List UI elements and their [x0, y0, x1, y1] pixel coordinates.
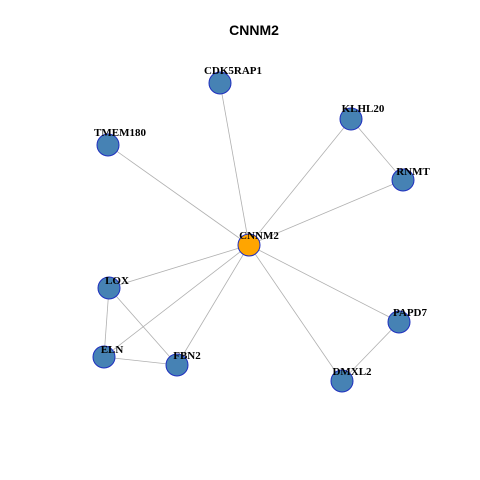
edge-eln-fbn2: [103, 356, 178, 366]
node-label-tmem180: TMEM180: [94, 127, 146, 139]
node-circle-eln: [92, 345, 116, 369]
node-circle-rnmt: [391, 168, 415, 192]
node-circle-cdk5rap1: [208, 71, 232, 95]
node-circle-dmxl2: [330, 369, 354, 393]
node-rnmt: RNMT: [391, 166, 430, 192]
node-circle-klhl20: [339, 107, 363, 131]
node-klhl20: KLHL20: [339, 103, 385, 131]
node-lox: LOX: [97, 275, 129, 300]
node-label-klhl20: KLHL20: [342, 103, 385, 115]
edge-papd7-dmxl2: [341, 321, 400, 382]
edge-cnnm2-eln: [103, 244, 250, 358]
edge-cnnm2-cdk5rap1: [219, 82, 250, 246]
node-circle-tmem180: [96, 133, 120, 157]
node-label-cdk5rap1: CDK5RAP1: [204, 65, 262, 77]
node-label-fbn2: FBN2: [173, 350, 201, 362]
edge-cnnm2-klhl20: [248, 118, 352, 246]
node-circle-fbn2: [165, 353, 189, 377]
node-fbn2: FBN2: [165, 350, 201, 377]
node-label-rnmt: RNMT: [396, 166, 430, 178]
node-eln: ELN: [92, 344, 124, 369]
node-papd7: PAPD7: [387, 307, 428, 334]
node-label-lox: LOX: [105, 275, 129, 287]
edge-cnnm2-fbn2: [176, 244, 250, 366]
edge-layer: [103, 82, 404, 382]
edge-cnnm2-papd7: [248, 244, 400, 323]
node-dmxl2: DMXL2: [330, 366, 372, 393]
node-circle-cnnm2: [237, 233, 261, 257]
graph-title: CNNM2: [229, 22, 279, 38]
node-label-papd7: PAPD7: [393, 307, 428, 319]
edge-lox-fbn2: [108, 287, 178, 366]
node-label-eln: ELN: [101, 344, 124, 356]
node-cnnm2: CNNM2: [237, 230, 279, 257]
edge-cnnm2-rnmt: [248, 179, 404, 246]
edge-klhl20-rnmt: [350, 118, 404, 181]
node-tmem180: TMEM180: [94, 127, 146, 157]
node-label-cnnm2: CNNM2: [239, 230, 279, 242]
edge-lox-eln: [103, 287, 110, 358]
node-circle-lox: [97, 276, 121, 300]
edge-cnnm2-dmxl2: [248, 244, 343, 382]
edge-cnnm2-lox: [108, 244, 250, 289]
node-cdk5rap1: CDK5RAP1: [204, 65, 262, 95]
edge-cnnm2-tmem180: [107, 144, 250, 246]
node-label-dmxl2: DMXL2: [332, 366, 372, 378]
node-circle-papd7: [387, 310, 411, 334]
